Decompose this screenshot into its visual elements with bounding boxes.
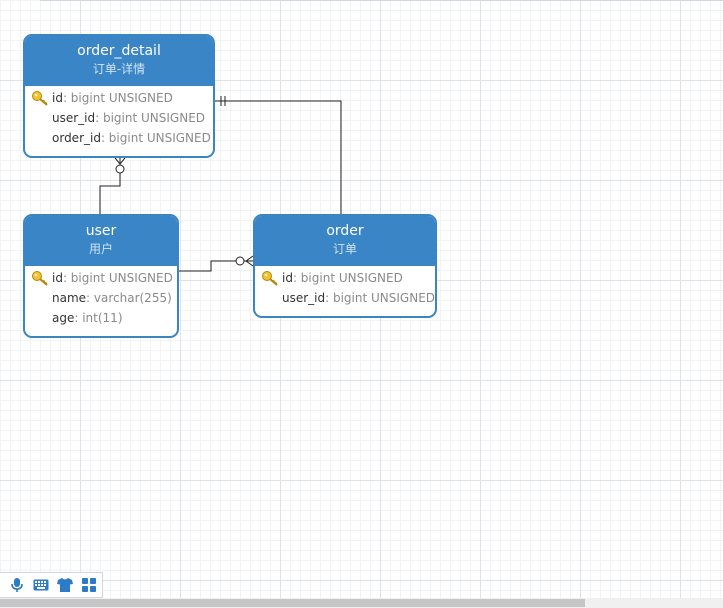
entity-comment: 用户 bbox=[88, 242, 113, 256]
entity-comment: 订单-详情 bbox=[92, 62, 146, 76]
column-name: user_id bbox=[52, 111, 96, 125]
entity-user[interactable]: user 用户 id: bigint UNSIGNED name: varcha… bbox=[23, 214, 179, 338]
column-type: : bigint UNSIGNED bbox=[62, 91, 173, 105]
column-name: order_id bbox=[52, 131, 101, 145]
crow-foot-marker bbox=[114, 157, 126, 165]
column-row[interactable]: user_id: bigint UNSIGNED bbox=[255, 288, 435, 308]
entity-name: order_detail bbox=[77, 43, 161, 59]
column-row[interactable]: age: int(11) bbox=[25, 308, 177, 328]
column-name: name bbox=[52, 291, 87, 305]
entity-comment: 订单 bbox=[332, 242, 357, 256]
column-type: : varchar(255) bbox=[86, 291, 172, 305]
relation-order-order-detail[interactable] bbox=[215, 100, 342, 214]
column-type: : bigint UNSIGNED bbox=[292, 271, 403, 285]
primary-key-icon bbox=[32, 271, 48, 286]
entity-header[interactable]: user 用户 bbox=[25, 216, 177, 266]
column-row[interactable]: name: varchar(255) bbox=[25, 288, 177, 308]
column-name: id bbox=[52, 271, 63, 285]
primary-key-icon bbox=[262, 271, 278, 286]
shirt-icon[interactable] bbox=[56, 576, 74, 594]
entity-name: user bbox=[85, 223, 117, 239]
entity-name: order bbox=[326, 223, 364, 239]
keyboard-icon[interactable] bbox=[32, 576, 50, 594]
scrollbar-thumb[interactable] bbox=[0, 599, 585, 607]
entity-header[interactable]: order 订单 bbox=[255, 216, 435, 266]
column-name: id bbox=[282, 271, 293, 285]
column-type: : bigint UNSIGNED bbox=[95, 111, 206, 125]
column-type: : bigint UNSIGNED bbox=[62, 271, 173, 285]
column-type: : bigint UNSIGNED bbox=[100, 131, 211, 145]
canvas-top-border bbox=[40, 0, 723, 1]
column-row[interactable]: user_id: bigint UNSIGNED bbox=[25, 108, 213, 128]
column-row[interactable]: id: bigint UNSIGNED bbox=[25, 268, 177, 288]
column-row[interactable]: order_id: bigint UNSIGNED bbox=[25, 128, 213, 148]
column-row[interactable]: id: bigint UNSIGNED bbox=[255, 268, 435, 288]
column-name: id bbox=[52, 91, 63, 105]
bottom-toolbar bbox=[0, 572, 103, 598]
entity-header[interactable]: order_detail 订单-详情 bbox=[25, 36, 213, 86]
one-one-marker bbox=[220, 96, 226, 106]
zero-marker bbox=[115, 164, 125, 174]
entity-order-detail[interactable]: order_detail 订单-详情 id: bigint UNSIGNED u… bbox=[23, 34, 215, 158]
entity-order[interactable]: order 订单 id: bigint UNSIGNED user_id: bi… bbox=[253, 214, 437, 318]
column-type: : int(11) bbox=[74, 311, 123, 325]
column-type: : bigint UNSIGNED bbox=[325, 291, 436, 305]
column-name: age bbox=[52, 311, 75, 325]
relation-user-order[interactable] bbox=[179, 260, 253, 272]
crow-foot-marker bbox=[245, 255, 254, 267]
column-name: user_id bbox=[282, 291, 326, 305]
horizontal-scrollbar[interactable] bbox=[0, 598, 723, 608]
microphone-icon[interactable] bbox=[8, 576, 26, 594]
grid-icon[interactable] bbox=[80, 576, 98, 594]
column-row[interactable]: id: bigint UNSIGNED bbox=[25, 88, 213, 108]
primary-key-icon bbox=[32, 91, 48, 106]
zero-marker bbox=[235, 256, 245, 266]
